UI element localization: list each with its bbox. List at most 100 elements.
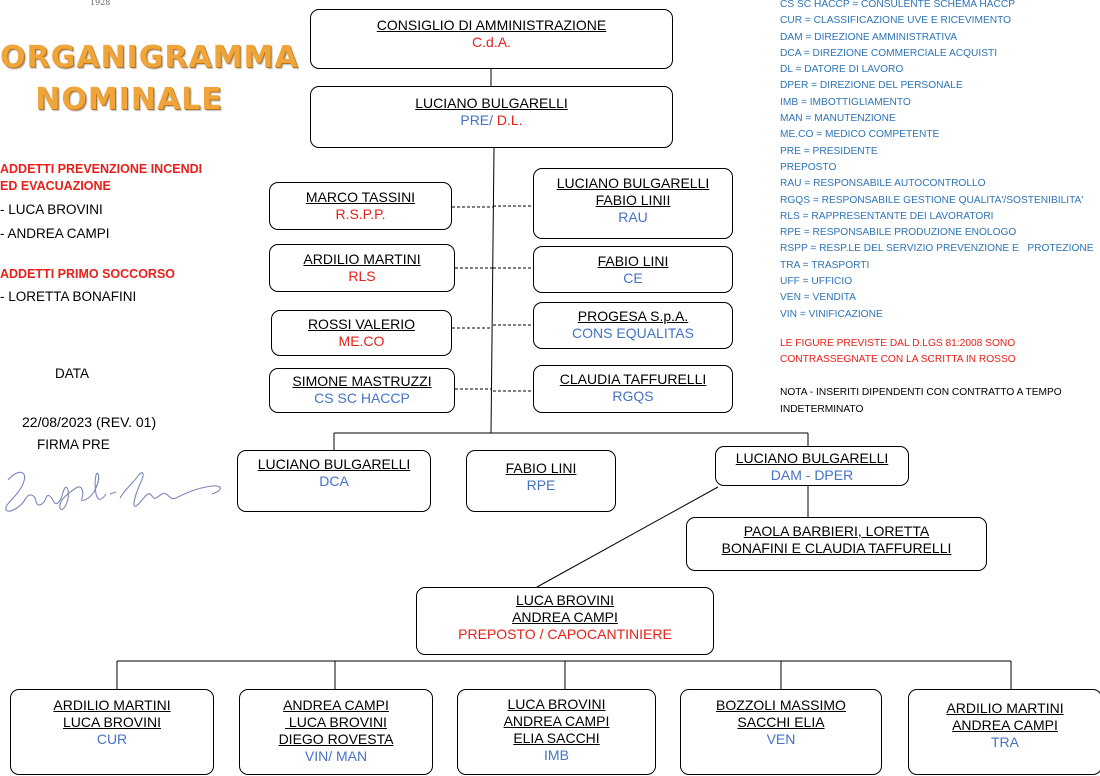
tra-role: TRA: [991, 734, 1019, 750]
legend-item: TRA = TRASPORTI: [780, 259, 870, 271]
legend-item: PREPOSTO: [780, 161, 837, 173]
red-note-line: LE FIGURE PREVISTE DAL D.LGS 81:2008 SON…: [780, 338, 1016, 349]
note-line: INDETERMINATO: [780, 404, 864, 415]
box-rgqs: CLAUDIA TAFFURELLI RGQS: [533, 365, 733, 413]
rpe-name: FABIO LINI: [505, 460, 577, 476]
box-preposto: LUCA BROVINI ANDREA CAMPI PREPOSTO / CAP…: [416, 587, 714, 655]
haccp-name: SIMONE MASTRUZZI: [292, 373, 432, 389]
box-rls: ARDILIO MARTINI RLS: [269, 244, 455, 292]
rls-role: RLS: [348, 268, 376, 284]
signature-label: FIRMA PRE: [37, 437, 110, 452]
haccp-role: CS SC HACCP: [314, 390, 410, 406]
date-value: 22/08/2023 (REV. 01): [22, 414, 157, 430]
rls-name: ARDILIO MARTINI: [303, 251, 421, 267]
legend-red-note: LE FIGURE PREVISTE DAL D.LGS 81:2008 SON…: [780, 336, 1016, 368]
fire-heading-1: ADDETTI PREVENZIONE INCENDI: [0, 162, 203, 176]
box-uff: PAOLA BARBIERI, LORETTA BONAFINI E CLAUD…: [686, 517, 987, 571]
fire-member: - ANDREA CAMPI: [0, 226, 110, 241]
tra-name-1: ARDILIO MARTINI: [946, 700, 1064, 716]
cons-role: CONS EQUALITAS: [572, 325, 694, 341]
legend-item: UFF = UFFICIO: [780, 276, 853, 288]
box-dam: LUCIANO BULGARELLI DAM - DPER: [715, 446, 909, 486]
cda-role: C.d.A.: [472, 34, 511, 50]
legend-item: PRE = PRESIDENTE: [780, 145, 878, 157]
box-tra: ARDILIO MARTINI ANDREA CAMPI TRA: [908, 689, 1100, 775]
box-cda: CONSIGLIO DI AMMINISTRAZIONE C.d.A.: [310, 9, 673, 69]
imb-role: IMB: [544, 747, 569, 763]
dca-name: LUCIANO BULGARELLI: [257, 456, 411, 472]
vin-name-3: DIEGO ROVESTA: [278, 731, 394, 747]
aid-heading: ADDETTI PRIMO SOCCORSO: [0, 267, 176, 281]
note-line: NOTA - INSERITI DIPENDENTI CON CONTRATTO…: [780, 387, 1062, 398]
preposto-name-2: ANDREA CAMPI: [512, 609, 618, 625]
tra-name-2: ANDREA CAMPI: [952, 717, 1058, 733]
legend-item: RLS = RAPPRESENTANTE DEI LAVORATORI: [780, 210, 994, 222]
legend-item: RGQS = RESPONSABILE GESTIONE QUALITA'/SO…: [780, 194, 1084, 206]
ven-role: VEN: [766, 731, 796, 747]
legend-item: CS SC HACCP = CONSULENTE SCHEMA HACCP: [780, 0, 1016, 10]
dam-role: DAM - DPER: [770, 467, 854, 483]
uff-name-2: BONAFINI E CLAUDIA TAFFURELLI: [721, 540, 952, 556]
date-label: DATA: [55, 366, 90, 381]
dam-name: LUCIANO BULGARELLI: [735, 450, 889, 466]
fire-heading-2: ED EVACUAZIONE: [0, 179, 111, 193]
rpe-role: RPE: [526, 477, 556, 493]
cur-role: CUR: [96, 731, 128, 747]
box-cur: ARDILIO MARTINI LUCA BROVINI CUR: [10, 689, 214, 775]
legend-item: RPE = RESPONSABILE PRODUZIONE ENOLOGO: [780, 227, 1017, 239]
dca-role: DCA: [319, 473, 349, 489]
rau-name-2: FABIO LINII: [595, 192, 671, 208]
aid-member: - LORETTA BONAFINI: [0, 289, 137, 304]
vin-name-2: LUCA BROVINI: [285, 714, 387, 730]
imb-name-1: LUCA BROVINI: [507, 696, 606, 712]
box-rspp: MARCO TASSINI R.S.P.P.: [269, 182, 452, 230]
cons-name: PROGESA S.p.A.: [577, 308, 689, 324]
box-vin: ANDREA CAMPI LUCA BROVINI DIEGO ROVESTA …: [239, 689, 433, 775]
ce-name: FABIO LINI: [597, 253, 669, 269]
legend-item: ME.CO = MEDICO COMPETENTE: [780, 129, 940, 141]
cur-name-2: LUCA BROVINI: [62, 714, 162, 730]
cda-name: CONSIGLIO DI AMMINISTRAZIONE: [376, 17, 607, 33]
rau-role: RAU: [618, 209, 648, 225]
legend-item: RSPP = RESP.LE DEL SERVIZIO PREVENZIONE …: [780, 243, 1094, 255]
box-dca: LUCIANO BULGARELLI DCA: [237, 450, 431, 512]
meco-name: ROSSI VALERIO: [307, 316, 416, 332]
ven-name-2: SACCHI ELIA: [737, 714, 825, 730]
red-note-line: CONTRASSEGNATE CON LA SCRITTA IN ROSSO: [780, 354, 1016, 365]
box-meco: ROSSI VALERIO ME.CO: [271, 310, 452, 356]
meco-role: ME.CO: [338, 333, 385, 349]
preposto-role: PREPOSTO / CAPOCANTINIERE: [458, 626, 672, 642]
imb-name-2: ANDREA CAMPI: [503, 713, 610, 729]
box-rpe: FABIO LINI RPE: [466, 450, 616, 512]
vin-name-1: ANDREA CAMPI: [283, 697, 389, 713]
box-cons: PROGESA S.p.A. CONS EQUALITAS: [533, 302, 733, 349]
signature-image: [5, 471, 221, 512]
legend-item: RAU = RESPONSABILE AUTOCONTROLLO: [780, 178, 986, 190]
rspp-name: MARCO TASSINI: [305, 189, 416, 205]
box-president: LUCIANO BULGARELLI PRE/ D.L.: [310, 86, 673, 148]
legend-note: NOTA - INSERITI DIPENDENTI CON CONTRATTO…: [780, 384, 1062, 418]
legend-item: VEN = VENDITA: [780, 292, 856, 304]
rgqs-role: RGQS: [612, 388, 654, 404]
legend-item: VIN = VINIFICAZIONE: [780, 308, 883, 320]
uff-name-1: PAOLA BARBIERI, LORETTA: [743, 523, 930, 539]
box-ce: FABIO LINI CE: [533, 246, 733, 293]
legend-item: MAN = MANUTENZIONE: [780, 113, 896, 125]
box-imb: LUCA BROVINI ANDREA CAMPI ELIA SACCHI IM…: [457, 689, 656, 775]
title-line-2: NOMINALE: [35, 82, 223, 117]
preposto-name-1: LUCA BROVINI: [515, 592, 615, 608]
legend-item: DPER = DIREZIONE DEL PERSONALE: [780, 80, 963, 92]
abbreviation-legend: CS SC HACCP = CONSULENTE SCHEMA HACCP CU…: [780, 0, 1094, 323]
legend-item: DL = DATORE DI LAVORO: [780, 64, 904, 76]
rgqs-name: CLAUDIA TAFFURELLI: [559, 371, 707, 387]
ce-role: CE: [623, 270, 643, 286]
legend-item: CUR = CLASSIFICAZIONE UVE E RICEVIMENTO: [780, 15, 1012, 27]
box-haccp: SIMONE MASTRUZZI CS SC HACCP: [269, 368, 455, 413]
imb-name-3: ELIA SACCHI: [513, 730, 600, 746]
ven-name-1: BOZZOLI MASSIMO: [716, 697, 846, 713]
cur-name-1: ARDILIO MARTINI: [53, 697, 171, 713]
fire-member: - LUCA BROVINI: [0, 202, 103, 217]
box-ven: BOZZOLI MASSIMO SACCHI ELIA VEN: [680, 689, 882, 775]
founding-year: 1928: [90, 0, 111, 7]
